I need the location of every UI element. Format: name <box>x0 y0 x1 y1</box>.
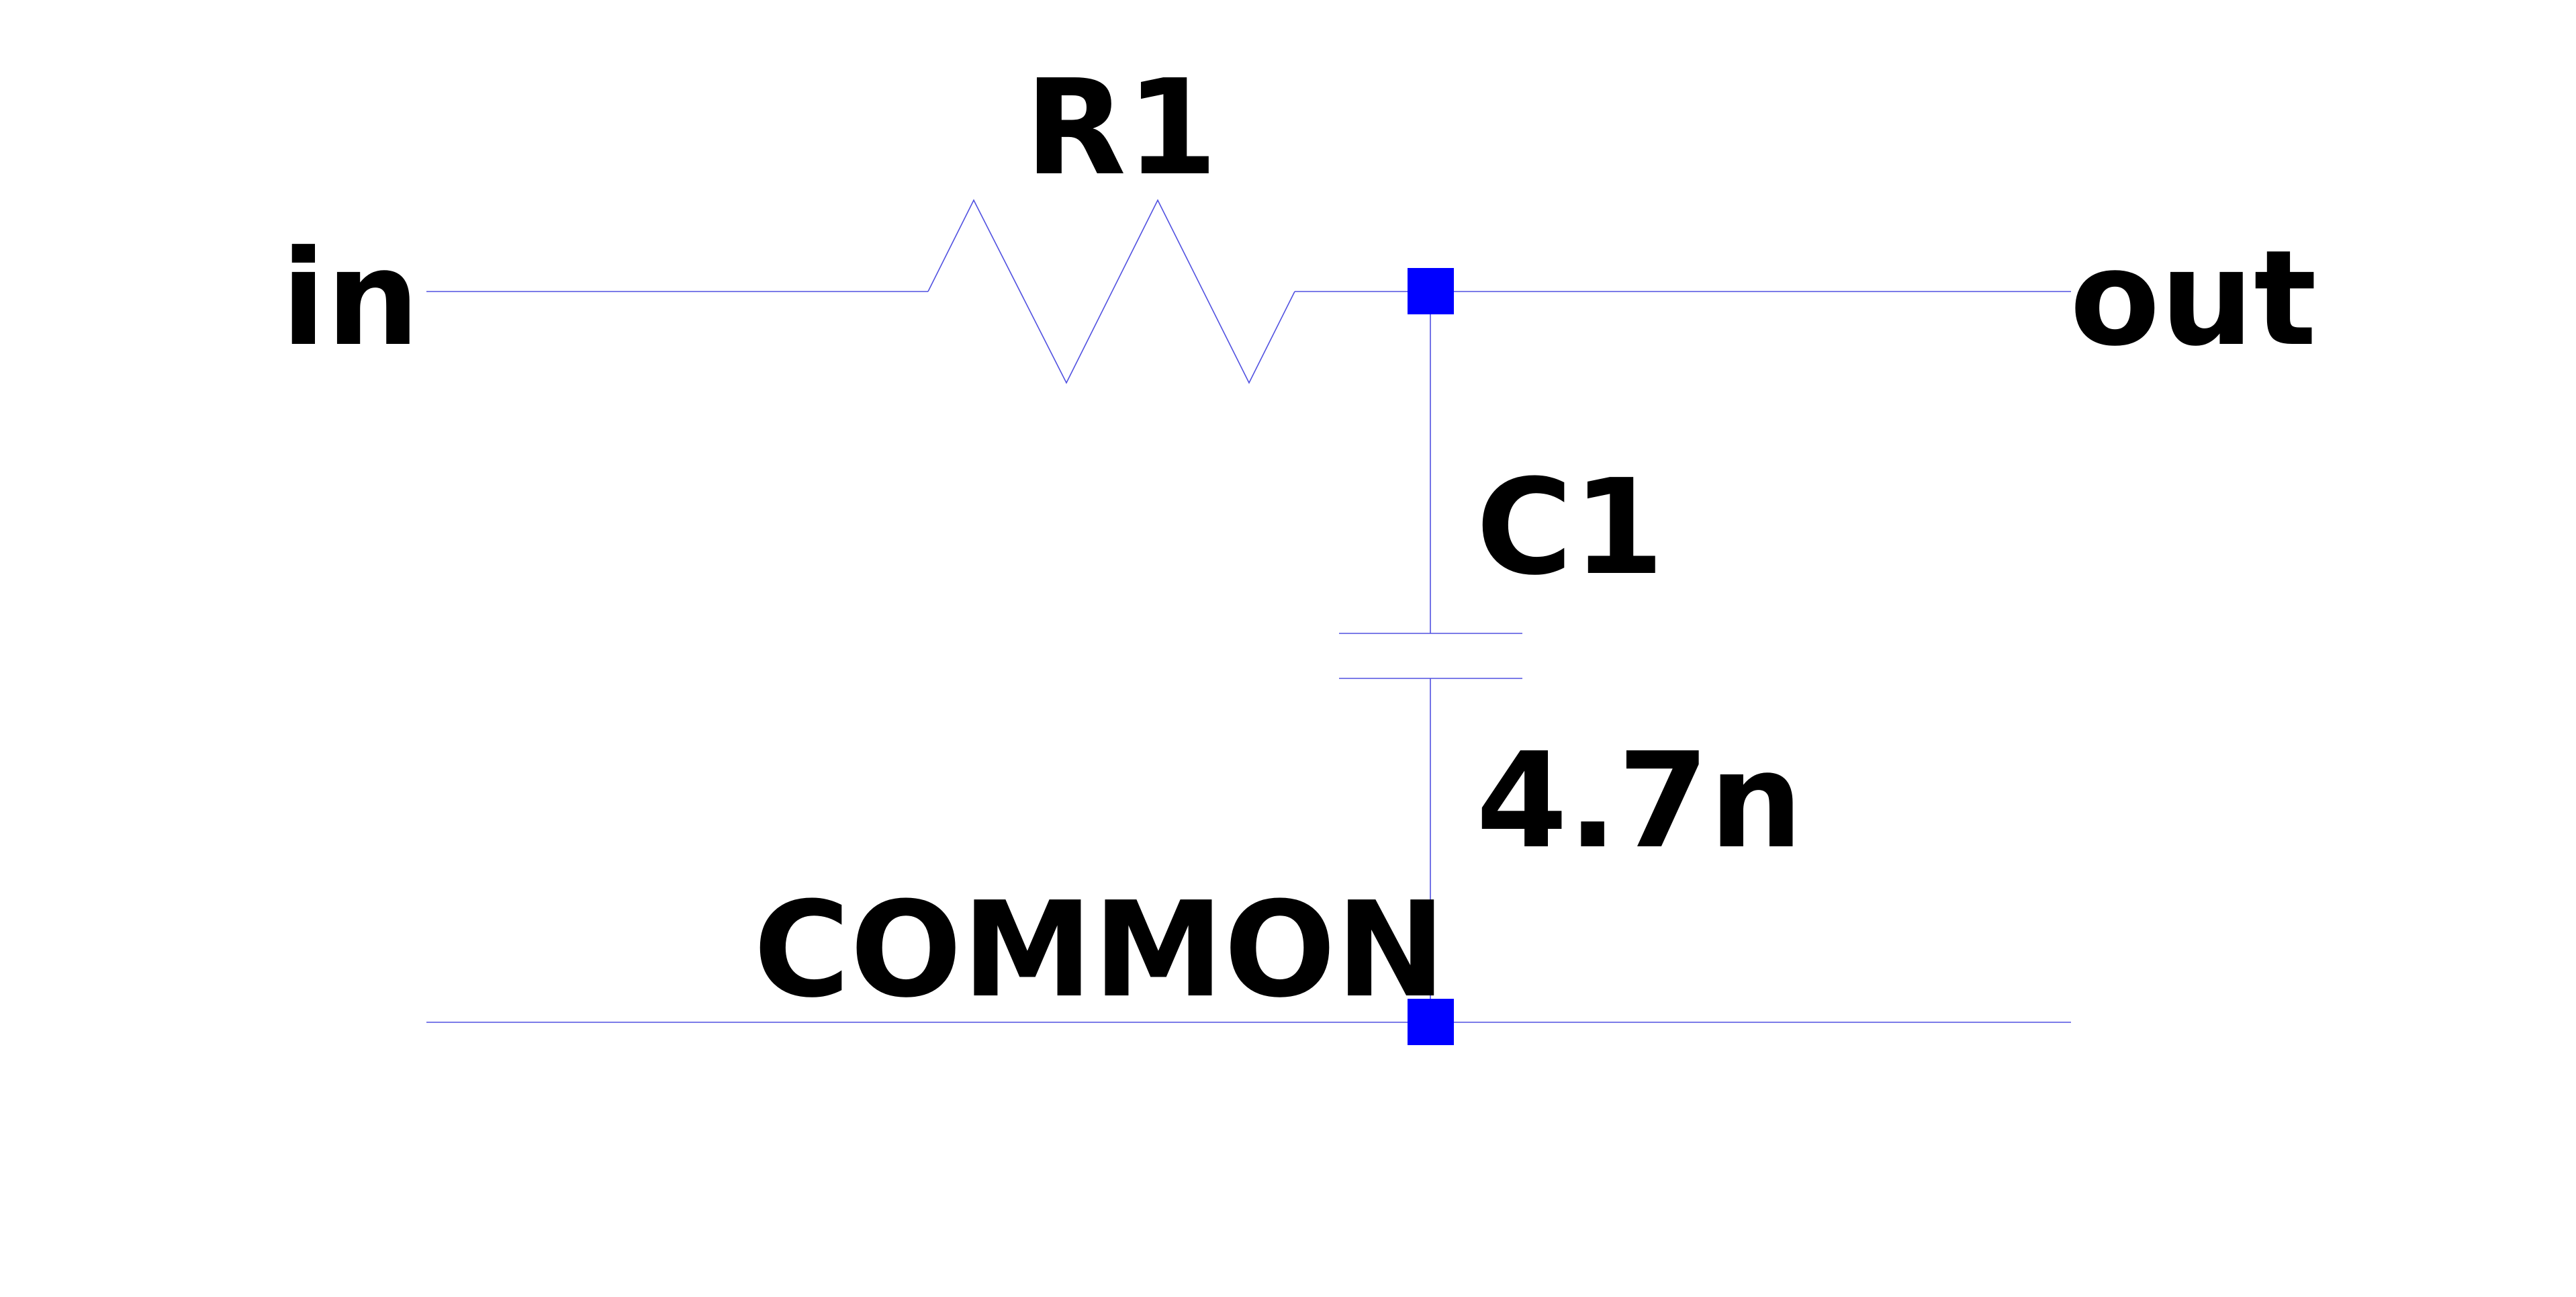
resistor-r1 <box>927 199 1295 384</box>
resistor-ref-label: R1 <box>1025 52 1217 205</box>
input-label: in <box>281 222 420 375</box>
common-net-label: COMMON <box>753 874 1446 1027</box>
common-junction-node <box>1408 999 1454 1045</box>
output-junction-node <box>1408 268 1454 314</box>
output-label: out <box>2070 222 2317 375</box>
capacitor-value-label: 4.7n <box>1476 725 1803 878</box>
capacitor-ref-label: C1 <box>1476 451 1664 605</box>
